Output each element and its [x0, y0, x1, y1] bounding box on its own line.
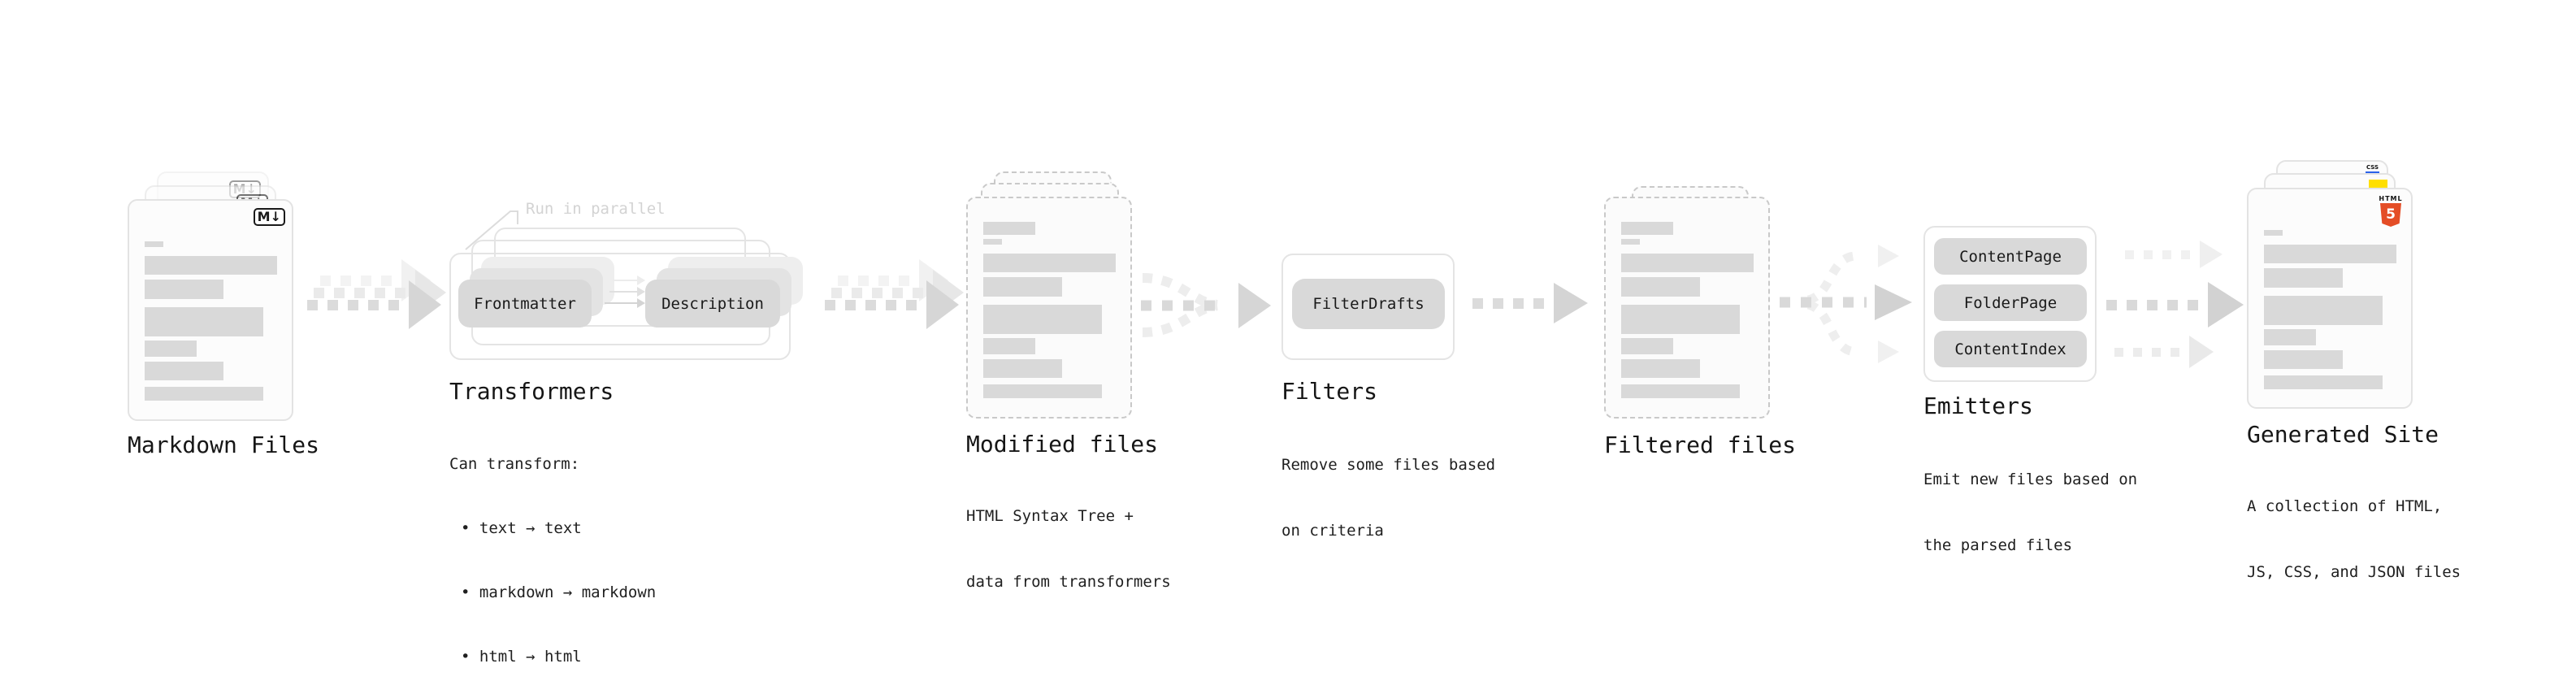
generated-file-card: HTML 5: [2247, 188, 2413, 409]
arrow-markdown-to-transformers-icon: [307, 280, 441, 329]
description-pill: Description: [645, 280, 780, 327]
transformers-label: Transformers: [449, 378, 614, 405]
modified-files-label: Modified files: [966, 431, 1159, 458]
js-icon: [2369, 180, 2387, 189]
emitters-caption: Emit new files based on the parsed files: [1923, 471, 2138, 554]
emitters-label: Emitters: [1923, 393, 2033, 419]
markdown-file-card: M↓: [128, 199, 293, 421]
caption-bullet: • markdown → markdown: [461, 583, 657, 601]
generated-site-label: Generated Site: [2247, 421, 2439, 448]
caption-heading: Can transform:: [449, 455, 580, 473]
arrow-transformers-to-modified-icon: [825, 280, 959, 329]
frontmatter-pill: Frontmatter: [458, 280, 592, 327]
arrow-fanout-icon: [1780, 245, 1912, 363]
arrow-emitter-bottom-icon: [2114, 336, 2214, 368]
caption-bullet: • html → html: [461, 648, 582, 666]
css-icon: CSS: [2366, 165, 2379, 174]
markdown-files-label: Markdown Files: [128, 432, 320, 458]
markdown-icon: M↓: [253, 208, 285, 226]
parallel-arrow-icon: [605, 298, 645, 308]
filtered-file-card: [1604, 197, 1770, 419]
parallel-arrow-icon: [613, 275, 645, 285]
html5-icon: HTML 5: [2379, 195, 2403, 227]
run-in-parallel-annotation: Run in parallel: [526, 200, 666, 218]
filterdrafts-pill: FilterDrafts: [1292, 279, 1445, 329]
folderpage-pill: FolderPage: [1934, 284, 2087, 321]
filtered-files-label: Filtered files: [1604, 432, 1797, 458]
contentindex-pill: ContentIndex: [1934, 331, 2087, 367]
arrow-emitter-middle-icon: [2106, 282, 2244, 327]
arrow-filters-to-filtered-icon: [1472, 283, 1588, 323]
arrow-merge-icon: [1141, 273, 1271, 337]
filters-caption: Remove some files based on criteria: [1281, 456, 1496, 540]
filters-label: Filters: [1281, 378, 1378, 405]
transformers-caption: Can transform: • text → text • markdown …: [449, 410, 656, 681]
generated-site-caption: A collection of HTML, JS, CSS, and JSON …: [2247, 497, 2461, 581]
parallel-arrow-icon: [609, 287, 645, 297]
arrow-emitter-top-icon: [2125, 241, 2223, 268]
modified-files-caption: HTML Syntax Tree + data from transformer…: [966, 507, 1171, 591]
caption-bullet: • text → text: [461, 519, 582, 537]
modified-file-card: [966, 197, 1132, 419]
contentpage-pill: ContentPage: [1934, 238, 2087, 275]
annotation-callout-line: [465, 210, 518, 250]
